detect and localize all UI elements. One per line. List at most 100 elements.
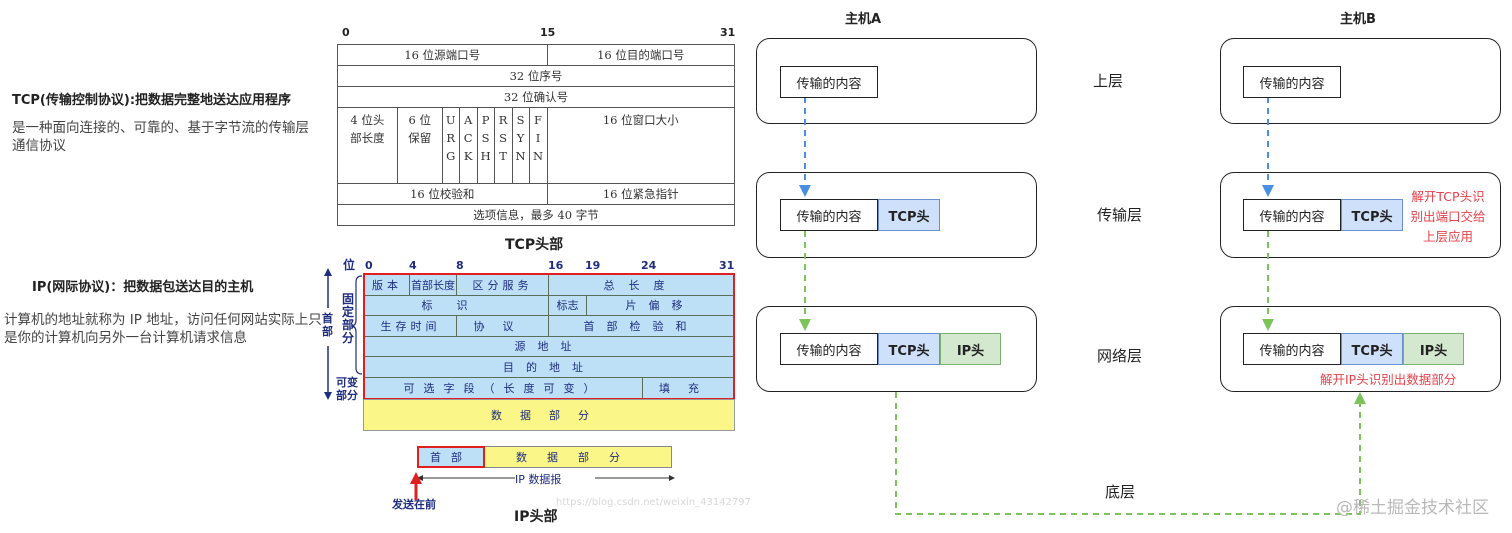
host-b-transport-packet: 传输的内容 TCP头 bbox=[1243, 199, 1403, 231]
ip-bit-mark: 24 bbox=[641, 259, 657, 272]
host-a-upper-packet: 传输的内容 bbox=[780, 66, 878, 98]
packet-content: 传输的内容 bbox=[1243, 199, 1341, 231]
tcp-description-body: 是一种面向连接的、可靠的、基于字节流的传输层通信协议 bbox=[12, 120, 309, 154]
layer-label-network: 网络层 bbox=[1097, 347, 1143, 365]
tcp-bit-mark: 31 bbox=[720, 26, 736, 39]
right-arrow-icon bbox=[669, 475, 675, 481]
tcp-bit-mark: 15 bbox=[540, 26, 556, 39]
ip-bit-mark: 31 bbox=[719, 259, 735, 272]
down-arrow-icon bbox=[799, 319, 811, 331]
ip-field-protocol: 协议 bbox=[457, 316, 549, 336]
packet-tcp-header: TCP头 bbox=[878, 333, 940, 365]
packet-tcp-header: TCP头 bbox=[1341, 333, 1403, 365]
flag-char: S bbox=[481, 131, 490, 145]
layer-label-transport: 传输层 bbox=[1097, 206, 1143, 224]
ip-side-brackets bbox=[324, 268, 363, 400]
flag-char: I bbox=[535, 131, 541, 145]
down-arrow-icon bbox=[1262, 185, 1274, 197]
ip-field-dscp: 区分服务 bbox=[457, 275, 549, 295]
tcp-bit-mark: 0 bbox=[342, 26, 350, 39]
tcp-field-options: 选项信息，最多 40 字节 bbox=[337, 204, 735, 226]
layer-label-upper: 上层 bbox=[1093, 72, 1124, 90]
ip-row: 标识 标志 片偏移 bbox=[365, 295, 733, 316]
tcp-bit-scale: 0 15 31 bbox=[337, 26, 737, 44]
up-arrow-icon bbox=[410, 472, 422, 484]
ip-field-source-address: 源地址 bbox=[514, 340, 584, 354]
ip-description-title: IP(网际协议)：把数据包送达目的主机 bbox=[32, 280, 254, 295]
ip-field-ihl: 首部长度 bbox=[410, 275, 457, 295]
tcp-header-caption: TCP头部 bbox=[505, 237, 564, 253]
host-b-title: 主机B bbox=[1340, 12, 1376, 27]
packet-tcp-header: TCP头 bbox=[1341, 199, 1403, 231]
flag-char: C bbox=[463, 131, 473, 145]
ip-field-ttl: 生存时间 bbox=[365, 316, 457, 336]
ip-row: 源地址 bbox=[365, 337, 733, 357]
note-line: 上层应用 bbox=[1422, 229, 1473, 244]
host-a-title: 主机A bbox=[845, 12, 882, 27]
site-watermark: @稀土掘金技术社区 bbox=[1336, 498, 1489, 518]
ip-field-options: 可选字段（长度可变） bbox=[365, 377, 643, 398]
host-a-network-packet: 传输的内容 TCP头 IP头 bbox=[780, 333, 1001, 365]
flag-char: N bbox=[533, 149, 544, 163]
tcp-field-dst-port: 16 位目的端口号 bbox=[546, 44, 736, 66]
ip-side-fixed-label: 固定部分 bbox=[342, 292, 355, 345]
ip-field-flags: 标志 bbox=[549, 295, 587, 315]
ip-bit-mark: 0 bbox=[365, 259, 373, 272]
fixed-part-brace bbox=[350, 275, 363, 375]
ip-header-table: 版本 首部长度 区分服务 总长度 标识 标志 片偏移 生存时间 协议 首部检验和… bbox=[363, 273, 735, 400]
ip-field-total-length: 总长度 bbox=[603, 278, 679, 292]
ip-field-version: 版本 bbox=[365, 275, 410, 295]
flag-char: H bbox=[480, 149, 491, 163]
ip-bit-mark: 8 bbox=[456, 259, 464, 272]
ip-side-variable-label: 可变部分 bbox=[336, 376, 358, 402]
note-line: 别出端口交给 bbox=[1410, 209, 1486, 224]
tcp-field-header-length: 4 位头 部长度 bbox=[337, 107, 398, 184]
datagram-data-part: 数据部分 bbox=[485, 446, 672, 468]
ip-field-destination-address: 目的地址 bbox=[503, 360, 595, 374]
send-first-label: 发送在前 bbox=[392, 498, 436, 511]
ip-bit-mark: 16 bbox=[548, 259, 564, 272]
host-b-network-packet: 传输的内容 TCP头 IP头 bbox=[1243, 333, 1464, 365]
flag-char: P bbox=[481, 113, 490, 127]
ip-bit-label: 位 bbox=[343, 258, 356, 272]
flag-char: N bbox=[515, 149, 526, 163]
tcp-header-table: 16 位源端口号 16 位目的端口号 32 位序号 32 位确认号 4 位头 部… bbox=[337, 44, 736, 226]
ip-description-body: 计算机的地址就称为 IP 地址，访问任何网站实际上只是你的计算机向另外一台计算机… bbox=[4, 312, 322, 346]
host-b-upper-layer-box bbox=[1220, 38, 1501, 124]
tcp-description-title: TCP(传输控制协议):把数据完整地送达应用程序 bbox=[12, 93, 292, 108]
down-arrow-icon bbox=[799, 185, 811, 197]
down-arrow-icon bbox=[324, 392, 332, 400]
ip-row: 版本 首部长度 区分服务 总长度 bbox=[365, 275, 733, 296]
ip-field-identification: 标识 bbox=[365, 295, 549, 315]
datagram-header-part: 首部 bbox=[417, 446, 485, 468]
tcp-unwrap-note: 解开TCP头识 别出端口交给 上层应用 bbox=[1404, 187, 1492, 247]
flag-char: K bbox=[463, 149, 473, 163]
packet-ip-header: IP头 bbox=[1403, 333, 1464, 365]
packet-content: 传输的内容 bbox=[1243, 66, 1341, 98]
host-b-upper-packet: 传输的内容 bbox=[1243, 66, 1341, 98]
flag-char: R bbox=[446, 131, 456, 145]
packet-content: 传输的内容 bbox=[780, 333, 878, 365]
note-line: 解开TCP头识 bbox=[1411, 189, 1485, 204]
bottom-layer-dashed-path bbox=[895, 392, 1361, 515]
ip-row: 生存时间 协议 首部检验和 bbox=[365, 316, 733, 337]
packet-content: 传输的内容 bbox=[780, 66, 878, 98]
tcp-header-diagram: 0 15 31 16 位源端口号 16 位目的端口号 32 位序号 32 位确认… bbox=[337, 26, 737, 226]
flag-char: S bbox=[499, 131, 508, 145]
up-arrow-icon bbox=[1354, 392, 1366, 404]
ip-bit-mark: 4 bbox=[409, 259, 417, 272]
flag-char: F bbox=[534, 113, 543, 127]
flag-char: Y bbox=[516, 131, 525, 145]
layer-label-bottom: 底层 bbox=[1105, 483, 1136, 501]
up-arrow-icon bbox=[324, 268, 332, 276]
ip-header-caption: IP头部 bbox=[514, 509, 558, 525]
ip-bit-mark: 19 bbox=[585, 259, 601, 272]
packet-tcp-header: TCP头 bbox=[878, 199, 940, 231]
ip-side-header-label: 首部 bbox=[322, 312, 333, 338]
ip-field-fragment-offset: 片偏移 bbox=[625, 299, 695, 313]
ip-row: 目的地址 bbox=[365, 357, 733, 378]
